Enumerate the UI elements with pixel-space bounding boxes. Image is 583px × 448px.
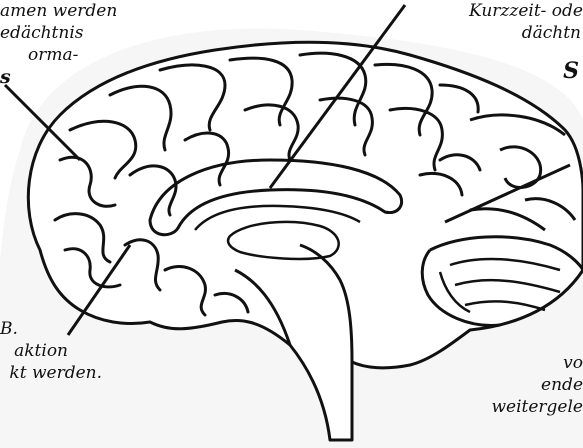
label-top-right-line1: Kurzzeit- ode [469,0,583,22]
label-top-left-line4: s [0,66,117,88]
label-top-right-line2: dächtn [469,22,583,44]
label-top-left-line1: amen werden [0,0,117,22]
label-bottom-left: B. aktion kt werden. [0,318,102,384]
label-bottom-right: vo ende weitergele [491,352,583,418]
label-top-right-line3: S [469,60,583,82]
label-bottom-right-line1: vo [491,352,583,374]
label-bottom-right-line3: weitergele [491,396,583,418]
label-top-left-line2: edächtnis [0,22,117,44]
label-bottom-left-line1: B. [0,318,102,340]
label-bottom-left-line2: aktion [0,340,102,362]
label-bottom-left-line3: kt werden. [0,362,102,384]
label-top-left-line3: orma- [0,44,117,66]
label-bottom-right-line2: ende [491,374,583,396]
label-top-left: amen werden edächtnis orma- s [0,0,117,88]
label-top-right: Kurzzeit- ode dächtn S [469,0,583,82]
